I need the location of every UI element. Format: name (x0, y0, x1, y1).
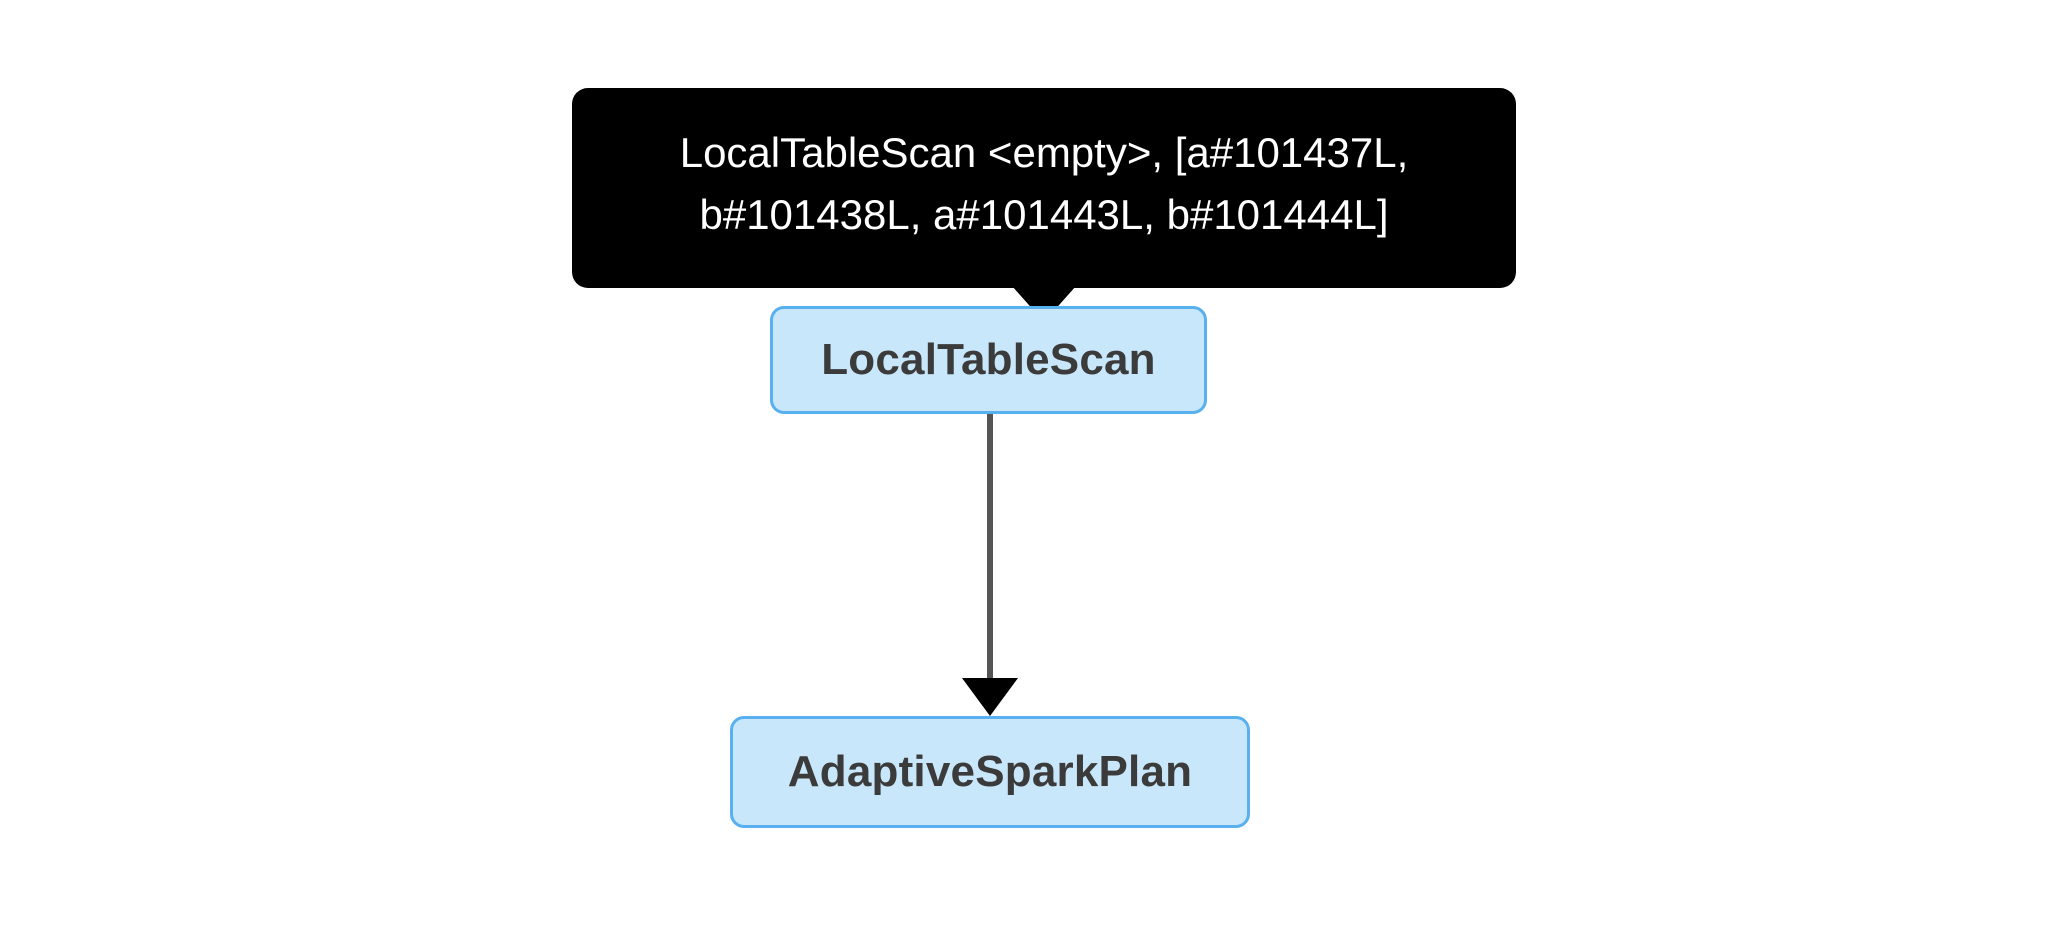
tooltip-line-1: LocalTableScan <empty>, [a#101437L, (679, 129, 1409, 176)
plan-node-label: AdaptiveSparkPlan (787, 747, 1193, 796)
edge-localtablescan-to-adaptivesparkplan (962, 414, 1018, 716)
node-detail-tooltip: LocalTableScan <empty>, [a#101437L, b#10… (572, 88, 1516, 322)
plan-node-label: LocalTableScan (821, 335, 1156, 384)
plan-node-adaptivesparkplan[interactable]: AdaptiveSparkPlan (730, 716, 1250, 828)
tooltip-line-2: b#101438L, a#101443L, b#101444L] (699, 191, 1389, 238)
plan-node-localtablescan[interactable]: LocalTableScan (770, 306, 1207, 414)
arrowhead-icon (962, 678, 1018, 716)
